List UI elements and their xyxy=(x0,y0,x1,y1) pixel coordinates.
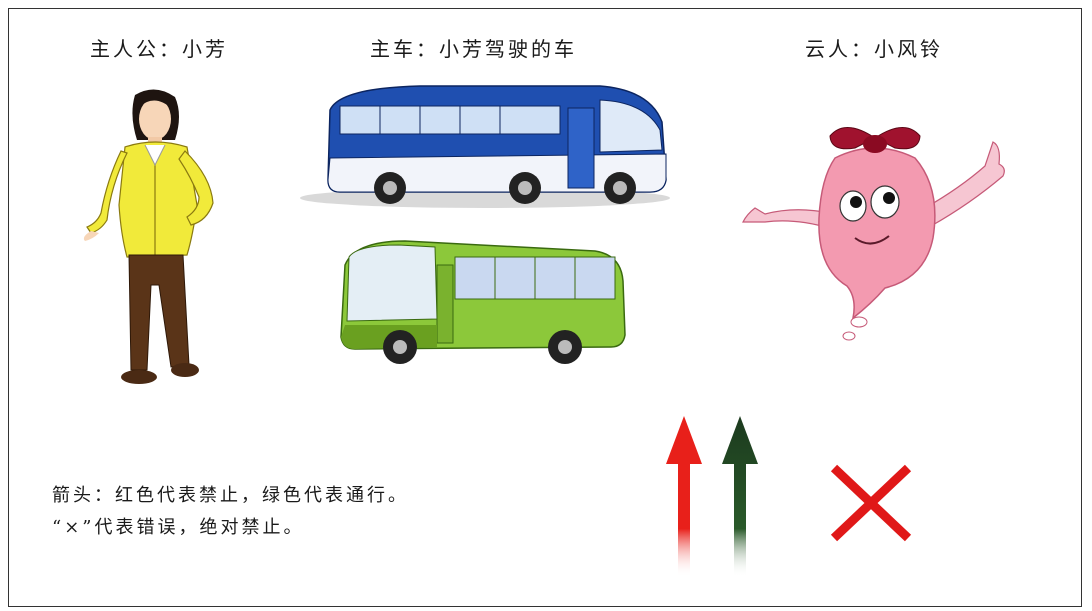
cloud-person-illustration xyxy=(742,127,1005,341)
red-arrow-icon xyxy=(666,416,702,577)
protagonist-label: 主人公：小芳 xyxy=(90,37,228,61)
cloud-person-label: 云人：小风铃 xyxy=(805,37,943,61)
arrows-illustration xyxy=(666,416,758,577)
cross-mark-icon xyxy=(830,464,912,542)
legend-line-cross: “×”代表错误，绝对禁止。 xyxy=(52,517,305,538)
green-arrow-icon xyxy=(722,416,758,577)
legend-text: 箭头：红色代表禁止，绿色代表通行。 “×”代表错误，绝对禁止。 xyxy=(52,480,409,544)
blue-bus-illustration xyxy=(300,85,670,208)
green-bus-illustration xyxy=(340,240,626,364)
vehicle-label: 主车：小芳驾驶的车 xyxy=(370,37,577,61)
legend-line-arrows: 箭头：红色代表禁止，绿色代表通行。 xyxy=(52,485,409,506)
page-border xyxy=(8,8,1082,607)
woman-illustration xyxy=(83,89,214,384)
